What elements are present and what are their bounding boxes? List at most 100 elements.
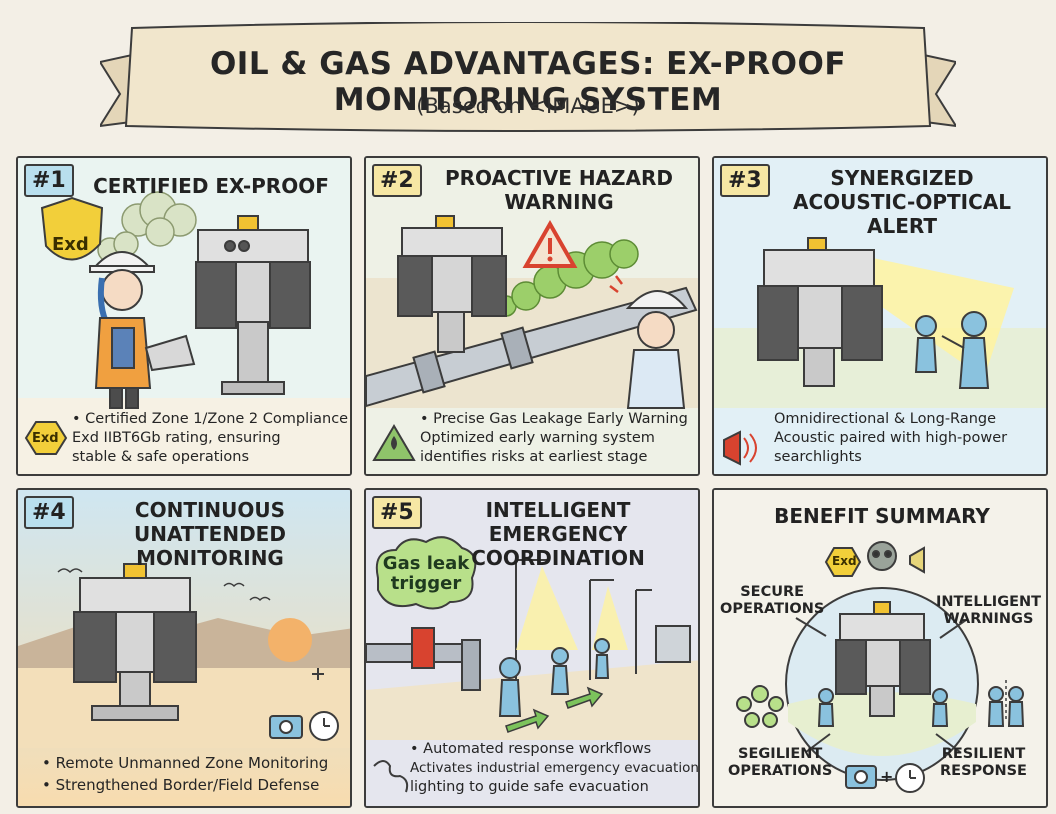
resilient-people-icon (987, 686, 1025, 727)
bubble-line: trigger (390, 573, 462, 594)
panel-bullets: • Precise Gas Leakage Early Warning Opti… (420, 410, 688, 467)
panel-bullets: • Remote Unmanned Zone Monitoring • Stre… (42, 752, 328, 796)
clock-icon (309, 711, 339, 741)
panel-title-line: INTELLIGENT EMERGENCY (485, 498, 631, 546)
panel-bullets: • Automated response workflows Activates… (410, 740, 699, 797)
ribbon-graphic (100, 22, 956, 132)
panel-bullets: • Certified Zone 1/Zone 2 Compliance Exd… (72, 410, 348, 467)
panel-title: SYNERGIZED ACOUSTIC-OPTICAL ALERT (760, 166, 1044, 238)
evacuation-path (366, 660, 698, 740)
label-line: SECURE (740, 584, 805, 600)
benefit-summary-illustration (714, 490, 1046, 806)
bullet-line: • Automated response workflows (410, 741, 652, 757)
ex-proof-camera-device (757, 237, 883, 387)
panel-title: BENEFIT SUMMARY (774, 504, 990, 528)
alarm-lines (609, 275, 623, 293)
unattended-monitoring-illustration (18, 490, 350, 806)
bullet-line: Activates industrial emergency evacuatio… (410, 760, 699, 776)
bullet-line: searchlights (774, 449, 862, 465)
camera-icon (845, 765, 877, 789)
acoustic-optical-illustration (714, 158, 1046, 474)
gas-hazard-icon (372, 424, 416, 461)
route-icon (373, 760, 409, 793)
pipeline (366, 286, 698, 408)
panel-title: CERTIFIED EX-PROOF (93, 174, 329, 198)
panel-unattended-monitoring: #4 CONTINUOUS UNATTENDED MONITORING • Re… (16, 488, 352, 808)
panel-title-line: CONTINUOUS UNATTENDED (134, 498, 286, 546)
team-icon (736, 685, 784, 728)
clock-icon (895, 763, 925, 793)
panel-proactive-hazard-warning: #2 PROACTIVE HAZARD WARNING • Precise Ga… (364, 156, 700, 476)
worker-figure (625, 290, 689, 409)
evacuation-arrows (505, 686, 604, 733)
worker-figure (89, 251, 196, 409)
page-subtitle: (Based on <IMAGE>) (416, 94, 640, 118)
people-figures (914, 311, 990, 389)
warning-triangle-icon (522, 219, 578, 268)
hexagon-label: Exd (832, 554, 857, 568)
panel-title: INTELLIGENT EMERGENCY COORDINATION (418, 498, 698, 570)
gas-mask-icon (867, 541, 897, 571)
megaphone-icon (909, 546, 925, 574)
exd-hexagon-icon (824, 547, 862, 577)
exd-hexagon-icon (24, 421, 68, 455)
bullet-line: Optimized early warning system (420, 430, 655, 446)
cactus (312, 668, 324, 680)
gas-cloud (97, 191, 197, 263)
ex-proof-camera-device (195, 215, 311, 395)
ex-proof-camera-device (835, 601, 931, 717)
plus-sign: + (880, 767, 894, 786)
sunset-sun (268, 618, 312, 662)
label-secure-operations: SECURE OPERATIONS (720, 584, 824, 618)
bullet-line: stable & safe operations (72, 449, 250, 465)
shield-label: Exd (52, 234, 89, 255)
gas-leak-plume (495, 239, 639, 317)
page-title: OIL & GAS ADVANTAGES: EX-PROOF MONITORIN… (209, 46, 847, 118)
camera-icon (269, 715, 303, 739)
panel-title-line: SYNERGIZED (830, 166, 974, 190)
panel-badge: #3 (720, 164, 770, 197)
label-line: INTELLIGENT (936, 594, 1042, 610)
panel-acoustic-optical-alert: #3 SYNERGIZED ACOUSTIC-OPTICAL ALERT Omn… (712, 156, 1048, 476)
panel-title: CONTINUOUS UNATTENDED MONITORING (70, 498, 350, 570)
circle-people (817, 688, 949, 727)
bullet-line: lighting to guide safe evacuation (410, 779, 649, 795)
gas-leak-bubble (375, 536, 477, 610)
label-line: RESILIENT (941, 746, 1026, 762)
title-banner: OIL & GAS ADVANTAGES: EX-PROOF MONITORIN… (100, 22, 956, 134)
pointer-lines (795, 617, 967, 753)
label-resilient-response: RESILIENT RESPONSE (940, 746, 1027, 780)
panel-badge: #2 (372, 164, 422, 197)
ex-proof-camera-device (73, 563, 197, 721)
bullet-line: Acoustic paired with high-power (774, 430, 1008, 446)
gas-leak-trigger-label: Gas leak trigger (378, 554, 474, 594)
panel-title: PROACTIVE HAZARD WARNING (424, 166, 694, 214)
bullet-line: • Precise Gas Leakage Early Warning (420, 411, 688, 427)
birds (57, 568, 271, 602)
bullet-line: • Certified Zone 1/Zone 2 Compliance (72, 411, 349, 427)
bullet-line: Omnidirectional & Long-Range (774, 411, 997, 427)
panel-benefit-summary: BENEFIT SUMMARY Exd SECURE OPERATIONS IN… (712, 488, 1048, 808)
label-line: OPERATIONS (720, 601, 825, 617)
pipe-valve (366, 627, 481, 691)
certified-ex-proof-illustration (18, 158, 350, 474)
hexagon-label: Exd (32, 431, 59, 446)
evacuating-people (498, 638, 610, 717)
hazard-warning-illustration (366, 158, 698, 474)
label-intelligent-warnings: INTELLIGENT WARNINGS (936, 594, 1041, 628)
bullet-line: identifies risks at earliest stage (420, 449, 648, 465)
exd-shield-icon (40, 196, 104, 261)
emergency-coordination-illustration (366, 490, 698, 806)
panel-title-line: COORDINATION (471, 546, 645, 570)
panel-badge: #1 (24, 164, 74, 197)
panel-emergency-coordination: #5 INTELLIGENT EMERGENCY COORDINATION Ga… (364, 488, 700, 808)
label-line: RESPONSE (940, 763, 1027, 779)
panel-title-line: WARNING (504, 190, 614, 214)
bullet-line: • Strengthened Border/Field Defense (42, 776, 320, 794)
panel-title-line: MONITORING (136, 546, 284, 570)
label-line: OPERATIONS (728, 763, 833, 779)
label-segilient-operations: SEGILIENT OPERATIONS (728, 746, 832, 780)
control-box (655, 625, 691, 663)
panel-bullets: Omnidirectional & Long-Range Acoustic pa… (774, 410, 1007, 467)
panel-certified-ex-proof: #1 CERTIFIED EX-PROOF Exd Exd • Certifie… (16, 156, 352, 476)
